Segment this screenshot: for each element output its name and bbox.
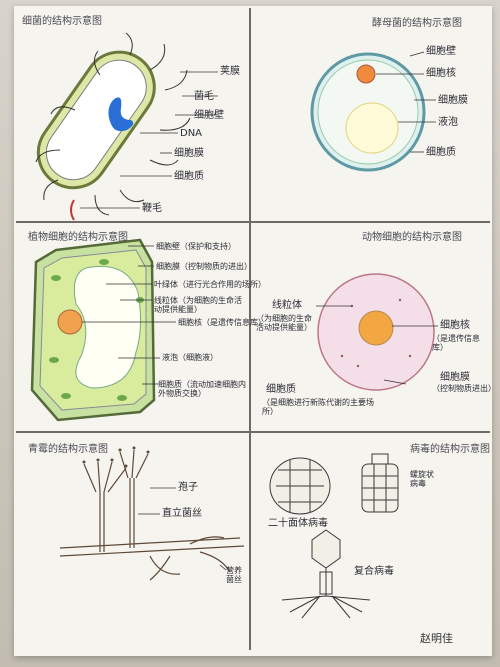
virus-drawings bbox=[269, 453, 399, 619]
plant-label: 细胞质（流动加速细胞内外物质交换） bbox=[158, 380, 246, 398]
bacteria-label: DNA bbox=[180, 128, 203, 139]
animal-cell-drawing bbox=[316, 273, 438, 391]
plant-label: 线粒体（为细胞的生命活动提供能量） bbox=[154, 296, 242, 314]
animal-label: （为细胞的生命活动提供能量） bbox=[256, 314, 312, 332]
penicillium-drawing bbox=[59, 449, 245, 581]
animal-label: 细胞质 bbox=[266, 384, 296, 395]
yeast-label: 液泡 bbox=[438, 117, 458, 128]
virus-label: 螺旋状病毒 bbox=[410, 470, 434, 488]
plant-label: 细胞壁（保护和支持） bbox=[156, 242, 236, 251]
mold-label: 营养菌丝 bbox=[226, 566, 242, 584]
animal-label: 细胞膜 bbox=[440, 372, 470, 383]
virus-panel-title: 病毒的结构示意图 bbox=[410, 444, 490, 455]
plant-label: 细胞核（是遗传信息库） bbox=[178, 318, 266, 327]
plant-label: 细胞膜（控制物质的进出） bbox=[156, 262, 252, 271]
mold-panel-title: 青霉的结构示意图 bbox=[28, 444, 108, 455]
bacteria-label: 细胞质 bbox=[174, 171, 204, 182]
plant-label: 叶绿体（进行光合作用的场所） bbox=[154, 280, 266, 289]
bacteria-label: 细胞膜 bbox=[174, 148, 204, 159]
author-signature: 赵明佳 bbox=[420, 632, 453, 645]
virus-label: 复合病毒 bbox=[354, 566, 394, 577]
bacteria-label: 菌毛 bbox=[194, 91, 214, 102]
yeast-drawing bbox=[310, 51, 436, 172]
yeast-label: 细胞壁 bbox=[426, 46, 456, 57]
bacteria-panel-title: 细菌的结构示意图 bbox=[22, 16, 102, 27]
yeast-label: 细胞膜 bbox=[438, 95, 468, 106]
mold-label: 直立菌丝 bbox=[162, 508, 202, 519]
animal-label: 细胞核 bbox=[440, 320, 470, 331]
mold-label: 孢子 bbox=[178, 482, 198, 493]
animal-label: 线粒体 bbox=[272, 300, 302, 311]
animal-label: （控制物质进出） bbox=[432, 384, 496, 393]
plant-panel-title: 植物细胞的结构示意图 bbox=[28, 232, 128, 243]
plant-cell-drawing bbox=[30, 238, 176, 422]
animal-label: （是细胞进行新陈代谢的主要场所） bbox=[262, 398, 374, 416]
yeast-panel-title: 酵母菌的结构示意图 bbox=[372, 18, 462, 29]
bacteria-label: 细胞壁 bbox=[194, 110, 224, 121]
animal-label: （是遗传信息库） bbox=[432, 334, 480, 352]
virus-label: 二十面体病毒 bbox=[268, 518, 328, 529]
plant-label: 液泡（细胞液） bbox=[162, 353, 218, 362]
bacteria-label: 鞭毛 bbox=[142, 203, 162, 214]
yeast-label: 细胞质 bbox=[426, 147, 456, 158]
bacterium-drawing bbox=[35, 32, 218, 221]
animal-panel-title: 动物细胞的结构示意图 bbox=[362, 232, 462, 243]
yeast-label: 细胞核 bbox=[426, 68, 456, 79]
bacteria-label: 荚膜 bbox=[220, 66, 240, 77]
